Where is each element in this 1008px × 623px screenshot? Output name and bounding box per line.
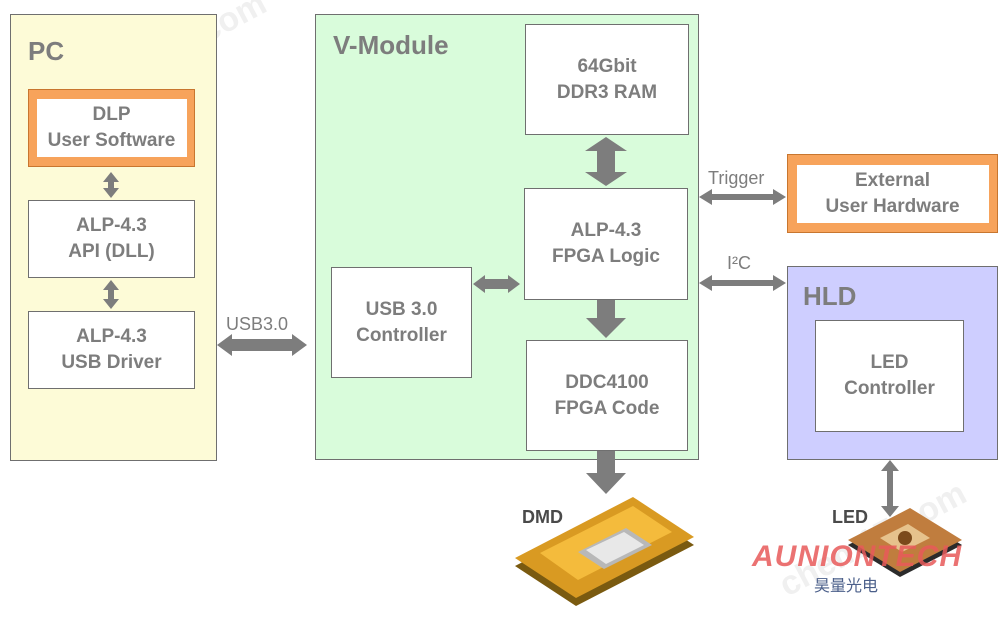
alp-api-dll-block: ALP-4.3 API (DLL) xyxy=(28,200,195,278)
api-line-1: ALP-4.3 xyxy=(76,215,147,236)
arrow-i2c xyxy=(699,275,786,291)
alp-usb-driver-block: ALP-4.3 USB Driver xyxy=(28,311,195,389)
arrow-hld-led xyxy=(881,460,899,517)
arrow-ram-fpga xyxy=(585,137,627,186)
usb-controller-block: USB 3.0 Controller xyxy=(331,267,472,378)
dlp-line-1: DLP xyxy=(92,104,131,125)
external-line-2: User Hardware xyxy=(825,195,960,217)
fpga-logic-line-2: FPGA Logic xyxy=(551,246,661,267)
dmd-label: DMD xyxy=(522,507,563,527)
arrow-trigger xyxy=(699,189,786,205)
arrow-usb3 xyxy=(217,334,307,356)
driver-line-2: USB Driver xyxy=(61,352,162,373)
dlp-user-software-block: DLP User Software xyxy=(28,89,195,167)
ddr3-ram-block: 64Gbit DDR3 RAM xyxy=(525,24,689,135)
arrow-fpga-ddc xyxy=(586,300,626,338)
ram-line-1: 64Gbit xyxy=(577,55,637,77)
led-label: LED xyxy=(832,507,868,527)
arrow-usb-fpga xyxy=(473,275,520,293)
ddc4100-block: DDC4100 FPGA Code xyxy=(526,340,688,451)
i2c-link-label: I²C xyxy=(727,253,751,273)
external-line-1: External xyxy=(855,169,930,191)
led-module-image xyxy=(848,508,962,577)
brand-logo-chinese: 昊量光电 xyxy=(814,576,879,595)
trigger-link-label: Trigger xyxy=(708,168,765,188)
arrow-api-driver xyxy=(103,280,119,309)
usb-controller-line-2: Controller xyxy=(356,324,447,346)
arrow-ddc-dmd xyxy=(586,451,626,494)
usb-controller-line-1: USB 3.0 xyxy=(365,298,438,320)
ram-line-2: DDR3 RAM xyxy=(556,81,658,103)
arrow-software-api xyxy=(103,172,119,198)
brand-logo: AUNIONTECH 昊量光电 xyxy=(752,540,962,596)
dlp-line-2: User Software xyxy=(47,130,176,151)
fpga-logic-line-1: ALP-4.3 xyxy=(570,220,642,241)
ddc-line-2: FPGA Code xyxy=(554,397,660,419)
driver-line-1: ALP-4.3 xyxy=(76,326,147,347)
led-controller-block: LED Controller xyxy=(815,320,964,432)
dmd-chip-image xyxy=(515,497,694,606)
ddc-line-1: DDC4100 xyxy=(565,371,649,393)
external-user-hardware-block: External User Hardware xyxy=(787,154,998,233)
fpga-logic-block: ALP-4.3 FPGA Logic xyxy=(524,188,688,300)
pc-title: PC xyxy=(28,36,65,66)
led-controller-line-1: LED xyxy=(870,352,909,373)
hld-title: HLD xyxy=(803,281,857,311)
api-line-2: API (DLL) xyxy=(68,241,155,262)
v-module-title: V-Module xyxy=(333,30,449,60)
brand-logo-text: AUNIONTECH xyxy=(752,540,962,573)
usb3-link-label: USB3.0 xyxy=(226,314,289,334)
led-controller-line-2: Controller xyxy=(844,378,935,399)
